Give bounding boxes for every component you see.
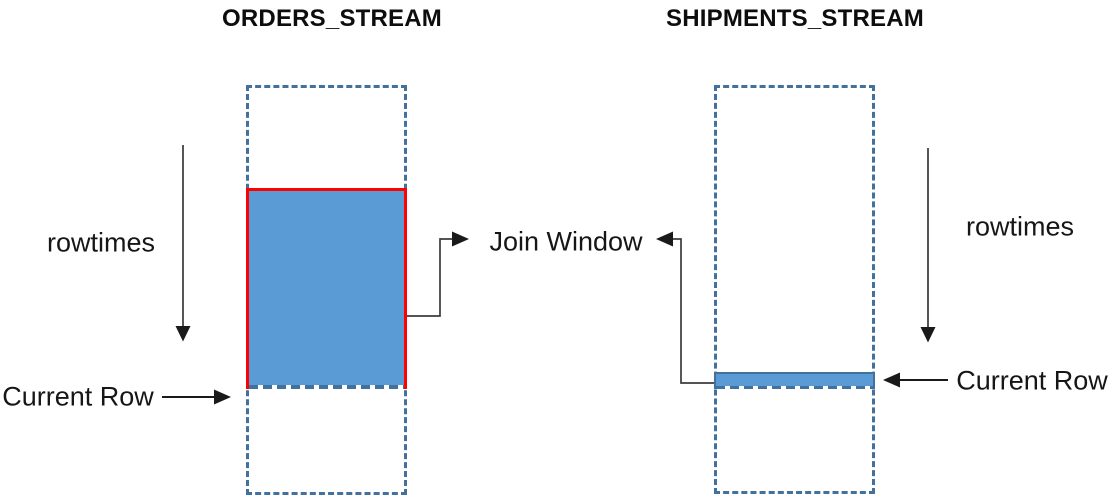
shipments-stream-title: SHIPMENTS_STREAM [666, 5, 924, 32]
right-arrow-icon [162, 389, 231, 405]
current-row-bar-bottom-dashed-edge [716, 386, 873, 389]
current-row-label-right: Current Row [956, 365, 1108, 396]
down-arrow-icon [175, 145, 191, 342]
rowtimes-label-right: rowtimes [965, 211, 1075, 242]
current-row-bar [714, 372, 875, 389]
elbow-right-arrow-icon [407, 231, 469, 317]
elbow-left-arrow-icon [656, 231, 714, 384]
current-row-label-left: Current Row [2, 381, 154, 412]
orders-stream-title: ORDERS_STREAM [222, 5, 442, 32]
join-window-label: Join Window [489, 226, 643, 257]
down-arrow-icon [920, 148, 936, 343]
join-window-bottom-dashed-edge [249, 385, 404, 389]
join-window-region [246, 188, 407, 389]
left-arrow-icon [883, 372, 948, 388]
rowtimes-label-left: rowtimes [46, 227, 156, 258]
shipments-stream-box [714, 85, 875, 494]
